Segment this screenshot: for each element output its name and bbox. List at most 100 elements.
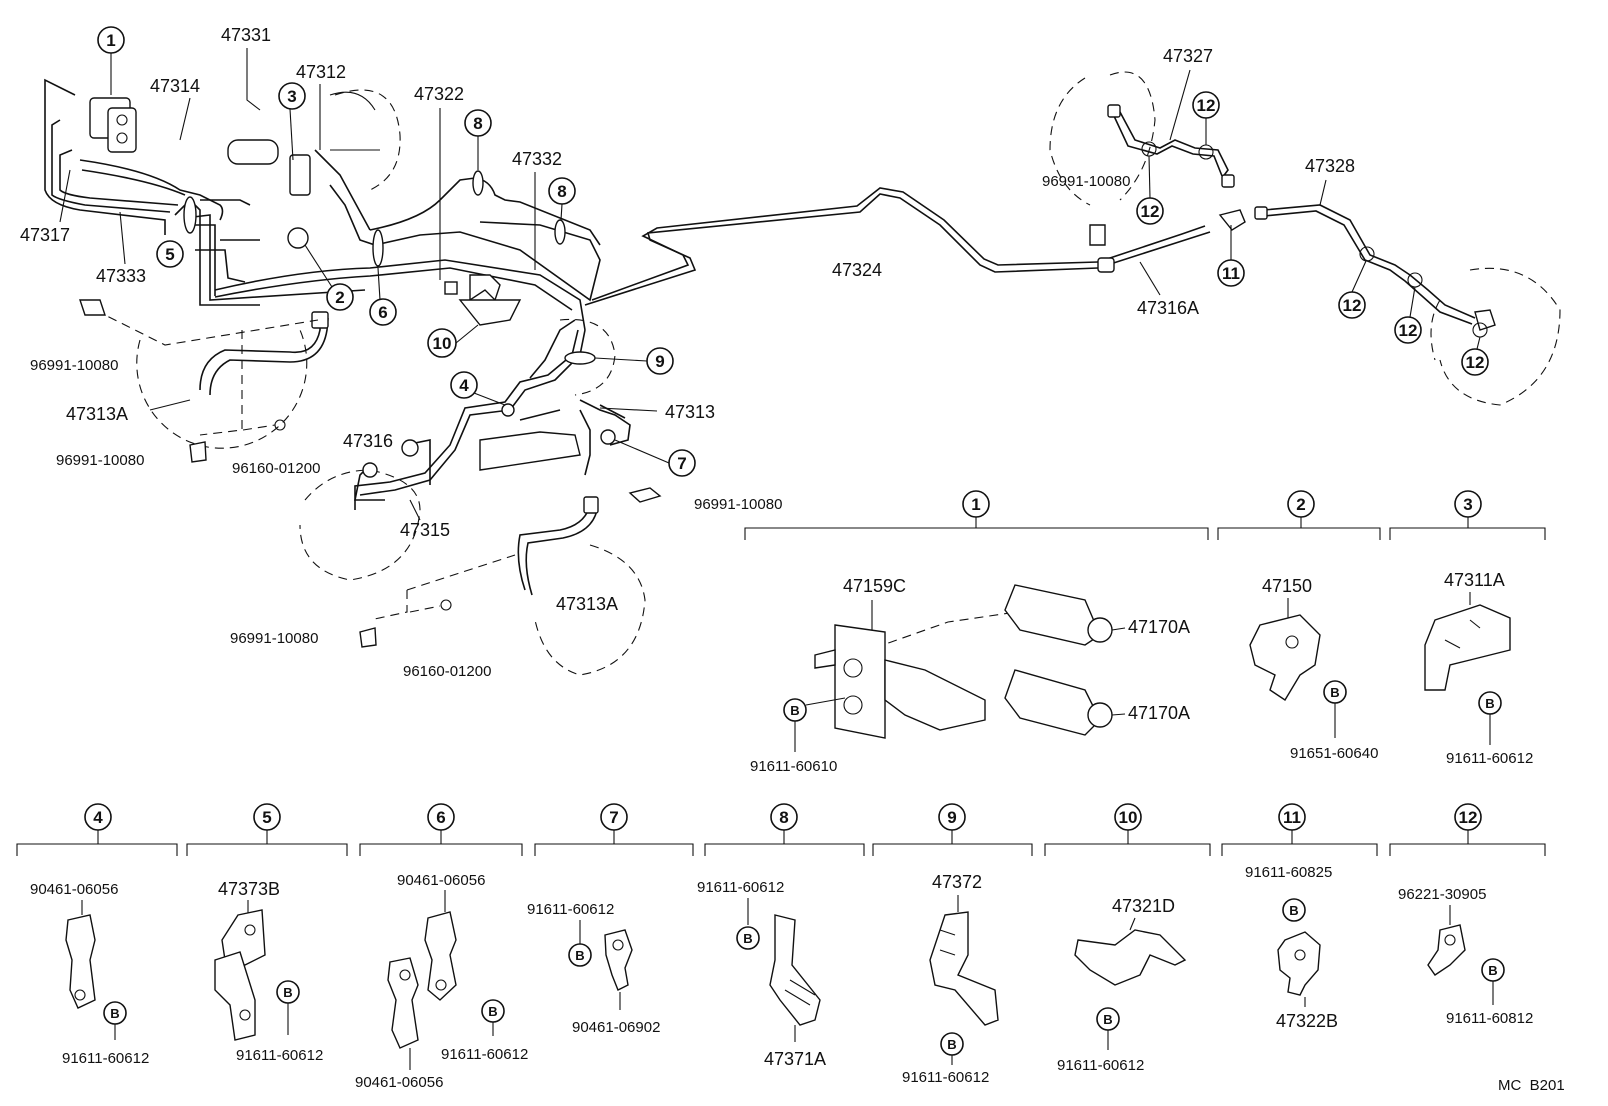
- callout-2-main: 2: [304, 244, 354, 311]
- detail-group-4: 4 90461-06056 B 91611-60612: [16, 803, 178, 1067]
- label-47317: 47317: [20, 225, 70, 245]
- detail-group-2: 2 47150 B 91651-60640: [1217, 490, 1381, 762]
- label-47316: 47316: [343, 431, 393, 451]
- detail-group-12: 12 96221-30905 B 91611-60812: [1389, 803, 1546, 1027]
- label-47315: 47315: [400, 520, 450, 540]
- label-47313A-a: 47313A: [66, 404, 128, 424]
- svg-text:B: B: [1330, 685, 1339, 700]
- detail-6-bolt: 91611-60612: [441, 1046, 528, 1063]
- callout-10-main: 10: [427, 324, 479, 358]
- callout-8-main-b: 8: [548, 177, 576, 221]
- label-47333: 47333: [96, 266, 146, 286]
- detail-1-bracket: 47159C: [843, 576, 906, 596]
- svg-text:7: 7: [677, 454, 686, 473]
- detail-4-bolt: 91611-60612: [62, 1050, 149, 1067]
- callout-12-main-e: 12: [1461, 336, 1489, 376]
- drum-outline-front-left: [136, 329, 308, 449]
- callout-4-main: 4: [450, 371, 506, 406]
- detail-8-bolt: 91611-60612: [697, 879, 784, 896]
- detail-1-cylinder-bottom: 47170A: [1128, 703, 1190, 723]
- svg-text:B: B: [1289, 903, 1298, 918]
- detail-10-number: 10: [1119, 808, 1138, 827]
- callout-12-main-c: 12: [1338, 260, 1367, 319]
- diagram-code: MC B201: [1498, 1077, 1565, 1094]
- detail-2-number: 2: [1296, 495, 1305, 514]
- leader-lines: [59, 48, 1327, 521]
- detail-8-part: 47371A: [764, 1049, 826, 1069]
- label-47313A-b: 47313A: [556, 594, 618, 614]
- callout-9-main: 9: [594, 347, 674, 375]
- callout-3-main: 3: [278, 82, 306, 161]
- svg-text:B: B: [947, 1037, 956, 1052]
- detail-6-part-top: 90461-06056: [397, 872, 485, 889]
- svg-text:10: 10: [433, 334, 452, 353]
- detail-10-part: 47321D: [1112, 896, 1175, 916]
- detail-group-11: 11 91611-60825 B 47322B: [1221, 803, 1378, 1031]
- detail-9-bolt: 91611-60612: [902, 1069, 989, 1086]
- detail-group-5: 5 47373B B 91611-60612: [186, 803, 348, 1064]
- svg-text:12: 12: [1343, 296, 1362, 315]
- detail-5-bolt: 91611-60612: [236, 1047, 323, 1064]
- label-96991-10080-d: 96991-10080: [230, 630, 318, 647]
- detail-1-number: 1: [971, 495, 980, 514]
- svg-text:12: 12: [1141, 202, 1160, 221]
- detail-11-number: 11: [1283, 808, 1301, 827]
- label-47316A: 47316A: [1137, 298, 1199, 318]
- detail-11-part: 47322B: [1276, 1011, 1338, 1031]
- detail-5-number: 5: [262, 808, 271, 827]
- label-96991-10080-b: 96991-10080: [56, 452, 144, 469]
- svg-text:B: B: [575, 948, 584, 963]
- detail-group-6: 6 90461-06056 90461-06056 B 91611-60612: [355, 803, 528, 1091]
- detail-1-cylinder-top: 47170A: [1128, 617, 1190, 637]
- label-96160-01200-b: 96160-01200: [403, 663, 491, 680]
- svg-text:12: 12: [1399, 321, 1418, 340]
- detail-7-part: 90461-06902: [572, 1019, 660, 1036]
- svg-text:4: 4: [459, 376, 469, 395]
- detail-group-1: 1 47159C 47170A 47170A B 91611-60610: [744, 490, 1209, 775]
- label-47322: 47322: [414, 84, 464, 104]
- svg-text:12: 12: [1466, 353, 1485, 372]
- label-96991-10080-c: 96991-10080: [694, 496, 782, 513]
- label-47313: 47313: [665, 402, 715, 422]
- svg-text:11: 11: [1222, 264, 1240, 283]
- detail-6-part-bottom: 90461-06056: [355, 1074, 443, 1091]
- label-47324: 47324: [832, 260, 882, 280]
- detail-4-number: 4: [93, 808, 103, 827]
- svg-text:12: 12: [1197, 96, 1216, 115]
- brake-line-assembly: [44, 78, 1011, 676]
- detail-9-number: 9: [947, 808, 956, 827]
- label-47327: 47327: [1163, 46, 1213, 66]
- label-47332: 47332: [512, 149, 562, 169]
- svg-text:3: 3: [287, 87, 296, 106]
- detail-group-8: 8 91611-60612 B 47371A: [697, 803, 865, 1069]
- detail-11-bolt: 91611-60825: [1245, 864, 1332, 881]
- detail-5-part: 47373B: [218, 879, 280, 899]
- detail-9-part: 47372: [932, 872, 982, 892]
- detail-6-number: 6: [436, 808, 445, 827]
- svg-text:8: 8: [557, 182, 566, 201]
- detail-3-number: 3: [1463, 495, 1472, 514]
- callout-5-main: 5: [156, 240, 184, 268]
- drum-outline-master: [334, 89, 401, 191]
- callout-12-main-a: 12: [1192, 91, 1220, 145]
- detail-12-number: 12: [1459, 808, 1478, 827]
- detail-7-number: 7: [609, 808, 618, 827]
- detail-2-bolt: 91651-60640: [1290, 745, 1378, 762]
- label-96991-10080-e: 96991-10080: [1042, 173, 1130, 190]
- detail-7-bolt: 91611-60612: [527, 901, 614, 918]
- label-47331: 47331: [221, 25, 271, 45]
- label-47314: 47314: [150, 76, 200, 96]
- svg-text:B: B: [1103, 1012, 1112, 1027]
- detail-group-7: 7 91611-60612 B 90461-06902: [527, 803, 694, 1036]
- callouts-main: 1 3 5 2 6 8 8 10 9 4 7 12 12 11 12 12 12: [97, 26, 1489, 477]
- detail-3-bolt: 91611-60612: [1446, 750, 1533, 767]
- part-number-labels: 47331 47312 47314 47317 47333 47322 4733…: [20, 25, 1355, 680]
- svg-text:8: 8: [473, 114, 482, 133]
- label-47312: 47312: [296, 62, 346, 82]
- callout-12-main-b: 12: [1136, 155, 1164, 225]
- callout-12-main-d: 12: [1394, 286, 1422, 344]
- svg-text:B: B: [1488, 963, 1497, 978]
- svg-text:9: 9: [655, 352, 664, 371]
- svg-text:B: B: [790, 703, 799, 718]
